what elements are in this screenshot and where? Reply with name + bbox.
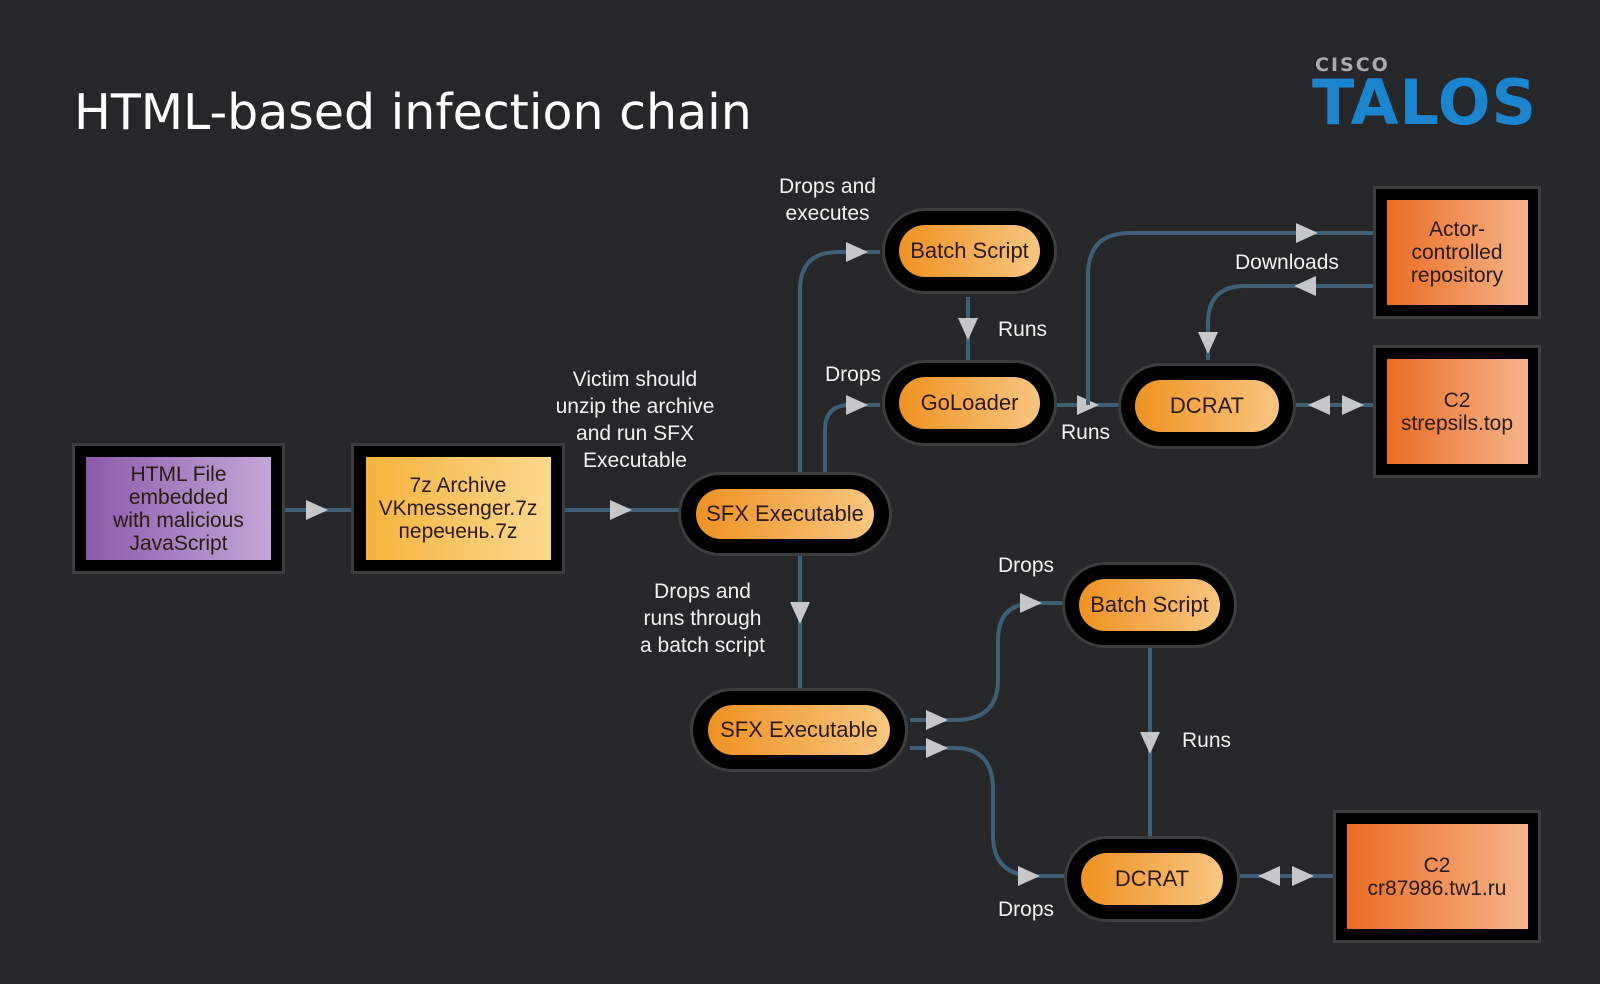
arrow-icon — [306, 500, 328, 520]
label-line: a batch script — [640, 634, 765, 657]
node-c2-cr87986: C2 cr87986.tw1.ru — [1333, 810, 1541, 943]
node-label: DCRAT — [1135, 380, 1279, 432]
logo-brand-text: CISCO — [1315, 54, 1390, 76]
node-sfx-executable-bottom: SFX Executable — [690, 688, 908, 772]
label-line: Executable — [583, 449, 687, 472]
node-line: controlled — [1411, 241, 1503, 264]
arrow-icon — [1342, 395, 1364, 415]
arrow-icon — [1292, 866, 1314, 886]
arrow-icon — [926, 738, 948, 758]
node-line: strepsils.top — [1400, 411, 1514, 435]
node-line: 7z Archive — [409, 474, 507, 497]
edge-sfx-to-goloader — [823, 403, 880, 472]
label-line: Drops and — [779, 175, 876, 198]
node-label: Batch Script — [1079, 579, 1220, 631]
label-line: Victim should — [572, 368, 698, 391]
node-batch-script-top: Batch Script — [882, 208, 1057, 294]
cisco-talos-logo: CISCO TALOS — [1312, 52, 1542, 142]
edge-sfx-to-dcrat-bottom — [910, 746, 1066, 878]
node-html-file: HTML File embedded with malicious JavaSc… — [72, 443, 285, 574]
edge-label-drops: Drops — [998, 554, 1055, 577]
node-label: Batch Script — [899, 225, 1040, 277]
node-line: cr87986.tw1.ru — [1367, 876, 1507, 900]
arrow-icon — [1258, 866, 1280, 886]
arrow-icon — [958, 318, 978, 340]
arrow-icon — [1140, 732, 1160, 754]
diagram-title: HTML-based infection chain — [74, 84, 752, 141]
label-line: runs through — [643, 607, 762, 630]
node-batch-script-bottom: Batch Script — [1062, 562, 1237, 648]
node-line: HTML File — [130, 462, 227, 486]
edge-sfx-to-batch — [798, 250, 880, 472]
edge-label-victim: Victim should unzip the archive and run … — [540, 366, 730, 474]
arrow-icon — [1198, 332, 1218, 354]
node-label: SFX Executable — [696, 489, 874, 539]
node-dcrat-top: DCRAT — [1118, 363, 1296, 449]
arrow-icon — [790, 602, 810, 624]
edge-sfx-to-batch-bottom — [910, 601, 1062, 722]
node-line: JavaScript — [129, 531, 228, 555]
node-c2-strepsils: C2 strepsils.top — [1373, 345, 1541, 478]
logo-product-text: TALOS — [1312, 66, 1538, 139]
arrow-icon — [926, 710, 948, 730]
node-line: with malicious — [113, 508, 244, 532]
arrow-icon — [1308, 395, 1330, 415]
node-dcrat-bottom: DCRAT — [1064, 836, 1240, 922]
arrow-icon — [610, 500, 632, 520]
node-label: DCRAT — [1081, 853, 1223, 905]
label-line: unzip the archive — [555, 395, 715, 418]
node-line: VKmessenger.7z — [378, 497, 538, 520]
edge-label-drops: Drops — [998, 898, 1055, 921]
arrow-icon — [1296, 223, 1318, 243]
node-goloader: GoLoader — [882, 360, 1057, 446]
edge-label-drops-runs-batch: Drops and runs through a batch script — [625, 578, 780, 659]
node-actor-repository: Actor- controlled repository — [1373, 186, 1541, 319]
edge-repo-to-dcrat — [1206, 284, 1374, 360]
node-sfx-executable-top: SFX Executable — [678, 472, 892, 556]
node-label: SFX Executable — [708, 705, 890, 755]
edge-label-drops-executes: Drops and executes — [760, 173, 895, 227]
edge-label-runs: Runs — [998, 318, 1048, 341]
edge-label-downloads: Downloads — [1235, 251, 1339, 274]
node-line: C2 — [1423, 853, 1451, 877]
edge-goloader-to-repo — [1086, 231, 1374, 405]
edge-label-runs: Runs — [1182, 729, 1232, 752]
arrow-icon — [846, 242, 868, 262]
node-line: repository — [1410, 264, 1504, 287]
arrow-icon — [1018, 866, 1040, 886]
node-line: перечень.7z — [398, 520, 518, 543]
node-label: GoLoader — [899, 377, 1040, 429]
arrow-icon — [846, 395, 868, 415]
arrow-icon — [1020, 593, 1042, 613]
node-line: Actor- — [1428, 218, 1485, 241]
edge-label-drops: Drops — [825, 363, 882, 386]
label-line: Drops and — [654, 580, 751, 603]
label-line: executes — [785, 202, 870, 225]
node-line: C2 — [1443, 388, 1471, 412]
node-line: embedded — [128, 485, 229, 509]
edge-label-runs: Runs — [1061, 421, 1111, 444]
label-line: and run SFX — [576, 422, 694, 445]
arrow-icon — [1294, 276, 1316, 296]
node-7z-archive: 7z Archive VKmessenger.7z перечень.7z — [351, 443, 565, 574]
